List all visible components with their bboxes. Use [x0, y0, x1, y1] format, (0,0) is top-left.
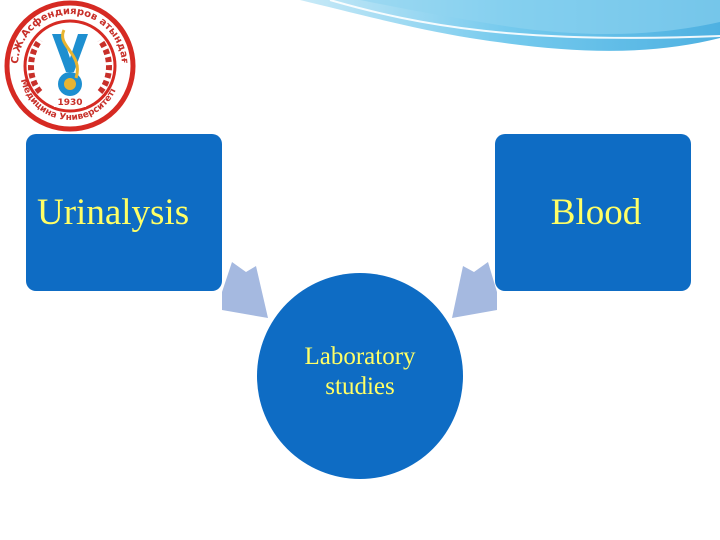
node-laboratory-studies: Laboratory studies [257, 273, 463, 479]
center-label-line2: studies [325, 373, 395, 400]
node-blood-label: Blood [550, 192, 642, 233]
node-blood: Blood [495, 134, 691, 291]
center-label-line1: Laboratory [304, 343, 416, 370]
arrow-left-to-center [222, 262, 268, 318]
node-urinalysis-label: Urinalysis [37, 192, 190, 233]
logo-year: 1930 [57, 98, 82, 108]
node-urinalysis: Urinalysis [26, 134, 222, 291]
arrow-right-to-center [452, 262, 497, 318]
university-logo: С.Ж.Асфендияров атындағы Қазақ Ұлттық Ме… [0, 0, 136, 132]
header-wave-decoration [300, 0, 720, 51]
